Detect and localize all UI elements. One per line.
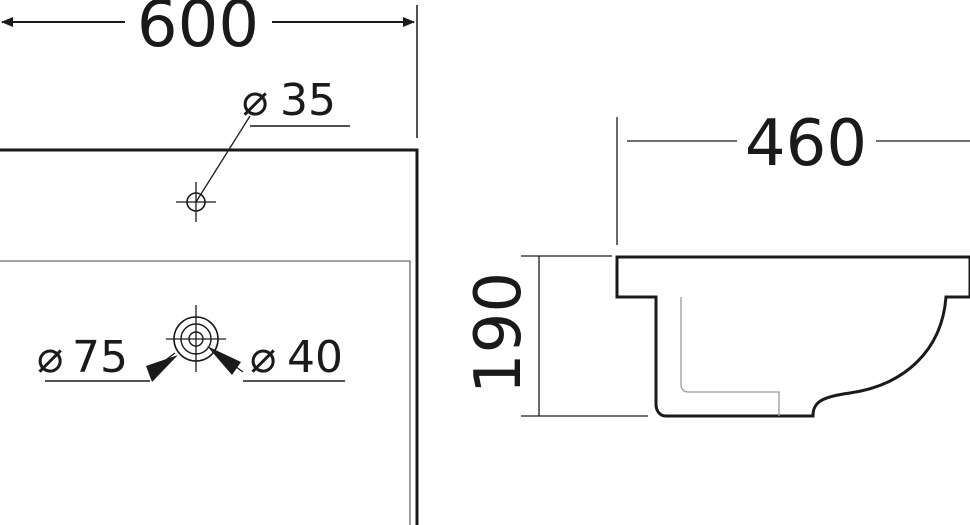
drain-inner-diameter-symbol: ⌀ bbox=[250, 332, 277, 383]
width-460-label: 460 bbox=[745, 107, 867, 181]
tap-hole-leader bbox=[195, 115, 251, 203]
drain-inner-diameter-value: 40 bbox=[287, 332, 343, 383]
tap-hole-diameter-value: 35 bbox=[280, 75, 336, 126]
sink-inner-bowl-line bbox=[680, 297, 780, 416]
drain-outer-diameter-symbol: ⌀ bbox=[37, 332, 64, 383]
height-190-label: 190 bbox=[462, 272, 536, 394]
basin-outer-outline bbox=[0, 148, 419, 525]
tap-hole: ⌀ 35 bbox=[176, 75, 350, 222]
width-460-dimension: 460 bbox=[616, 107, 970, 245]
sink-profile-outline bbox=[615, 255, 970, 418]
width-600-label: 600 bbox=[137, 0, 259, 62]
side-view: 460 190 bbox=[462, 107, 970, 418]
drain-outer-arrowhead bbox=[146, 355, 178, 382]
tap-hole-diameter-symbol: ⌀ bbox=[242, 75, 269, 126]
drain-inner-arrowhead bbox=[207, 346, 241, 375]
basin-inner-outline bbox=[0, 260, 411, 525]
drain-outer-diameter-value: 75 bbox=[72, 332, 128, 383]
top-view: 600 ⌀ 35 ⌀ 75 bbox=[0, 0, 419, 525]
width-600-dimension: 600 bbox=[1, 0, 418, 138]
drain: ⌀ 75 ⌀ 40 bbox=[37, 305, 345, 383]
height-190-dimension: 190 bbox=[462, 255, 648, 417]
